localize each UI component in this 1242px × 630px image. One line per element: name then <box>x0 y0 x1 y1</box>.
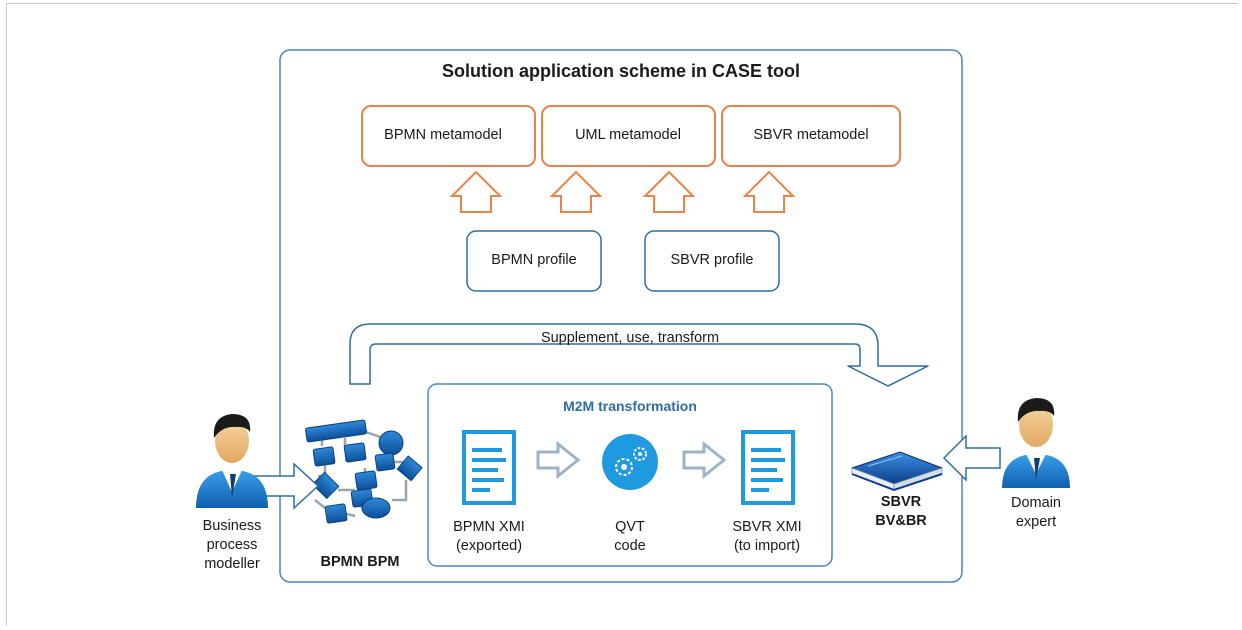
uml-metamodel-label: UML metamodel <box>575 127 681 143</box>
figure-frame <box>6 3 1238 626</box>
m2m-title: M2M transformation <box>563 398 697 414</box>
sbvr-profile-box <box>644 230 780 292</box>
right-arrow-small-2 <box>682 440 727 480</box>
up-arrow-3 <box>642 170 696 213</box>
bpmn-bpm-label: BPMN BPM <box>320 554 400 570</box>
bpmn-profile-label: BPMN profile <box>491 252 577 268</box>
up-arrow-2 <box>549 170 603 213</box>
bpmn-metamodel-box <box>361 105 536 167</box>
document-icon <box>741 430 795 505</box>
person-icon <box>196 414 268 508</box>
up-arrow-1 <box>449 170 503 213</box>
supplement-arrow <box>349 323 929 387</box>
book-icon <box>850 451 944 492</box>
bpmn-metamodel-label: BPMN metamodel <box>384 127 502 143</box>
sbvr-profile-label: SBVR profile <box>670 252 754 268</box>
up-arrow-4 <box>742 170 796 213</box>
sbvr-xmi-label: SBVR XMI(to import) <box>732 519 802 554</box>
bpmn-xmi-label: BPMN XMI(exported) <box>453 519 525 554</box>
bpmn-profile-box <box>466 230 602 292</box>
supplement-label: Supplement, use, transform <box>540 330 720 346</box>
document-icon <box>462 430 516 505</box>
expert-arrow <box>942 434 1001 482</box>
uml-metamodel-box <box>541 105 716 167</box>
right-arrow-small-1 <box>536 440 581 480</box>
gears-icon <box>602 434 658 490</box>
sbvr-metamodel-box <box>721 105 901 167</box>
diagram-title: Solution application scheme in CASE tool <box>441 61 801 81</box>
flowchart-icon <box>305 419 423 524</box>
person-icon <box>1002 398 1070 488</box>
sbvr-metamodel-label: SBVR metamodel <box>753 127 869 143</box>
